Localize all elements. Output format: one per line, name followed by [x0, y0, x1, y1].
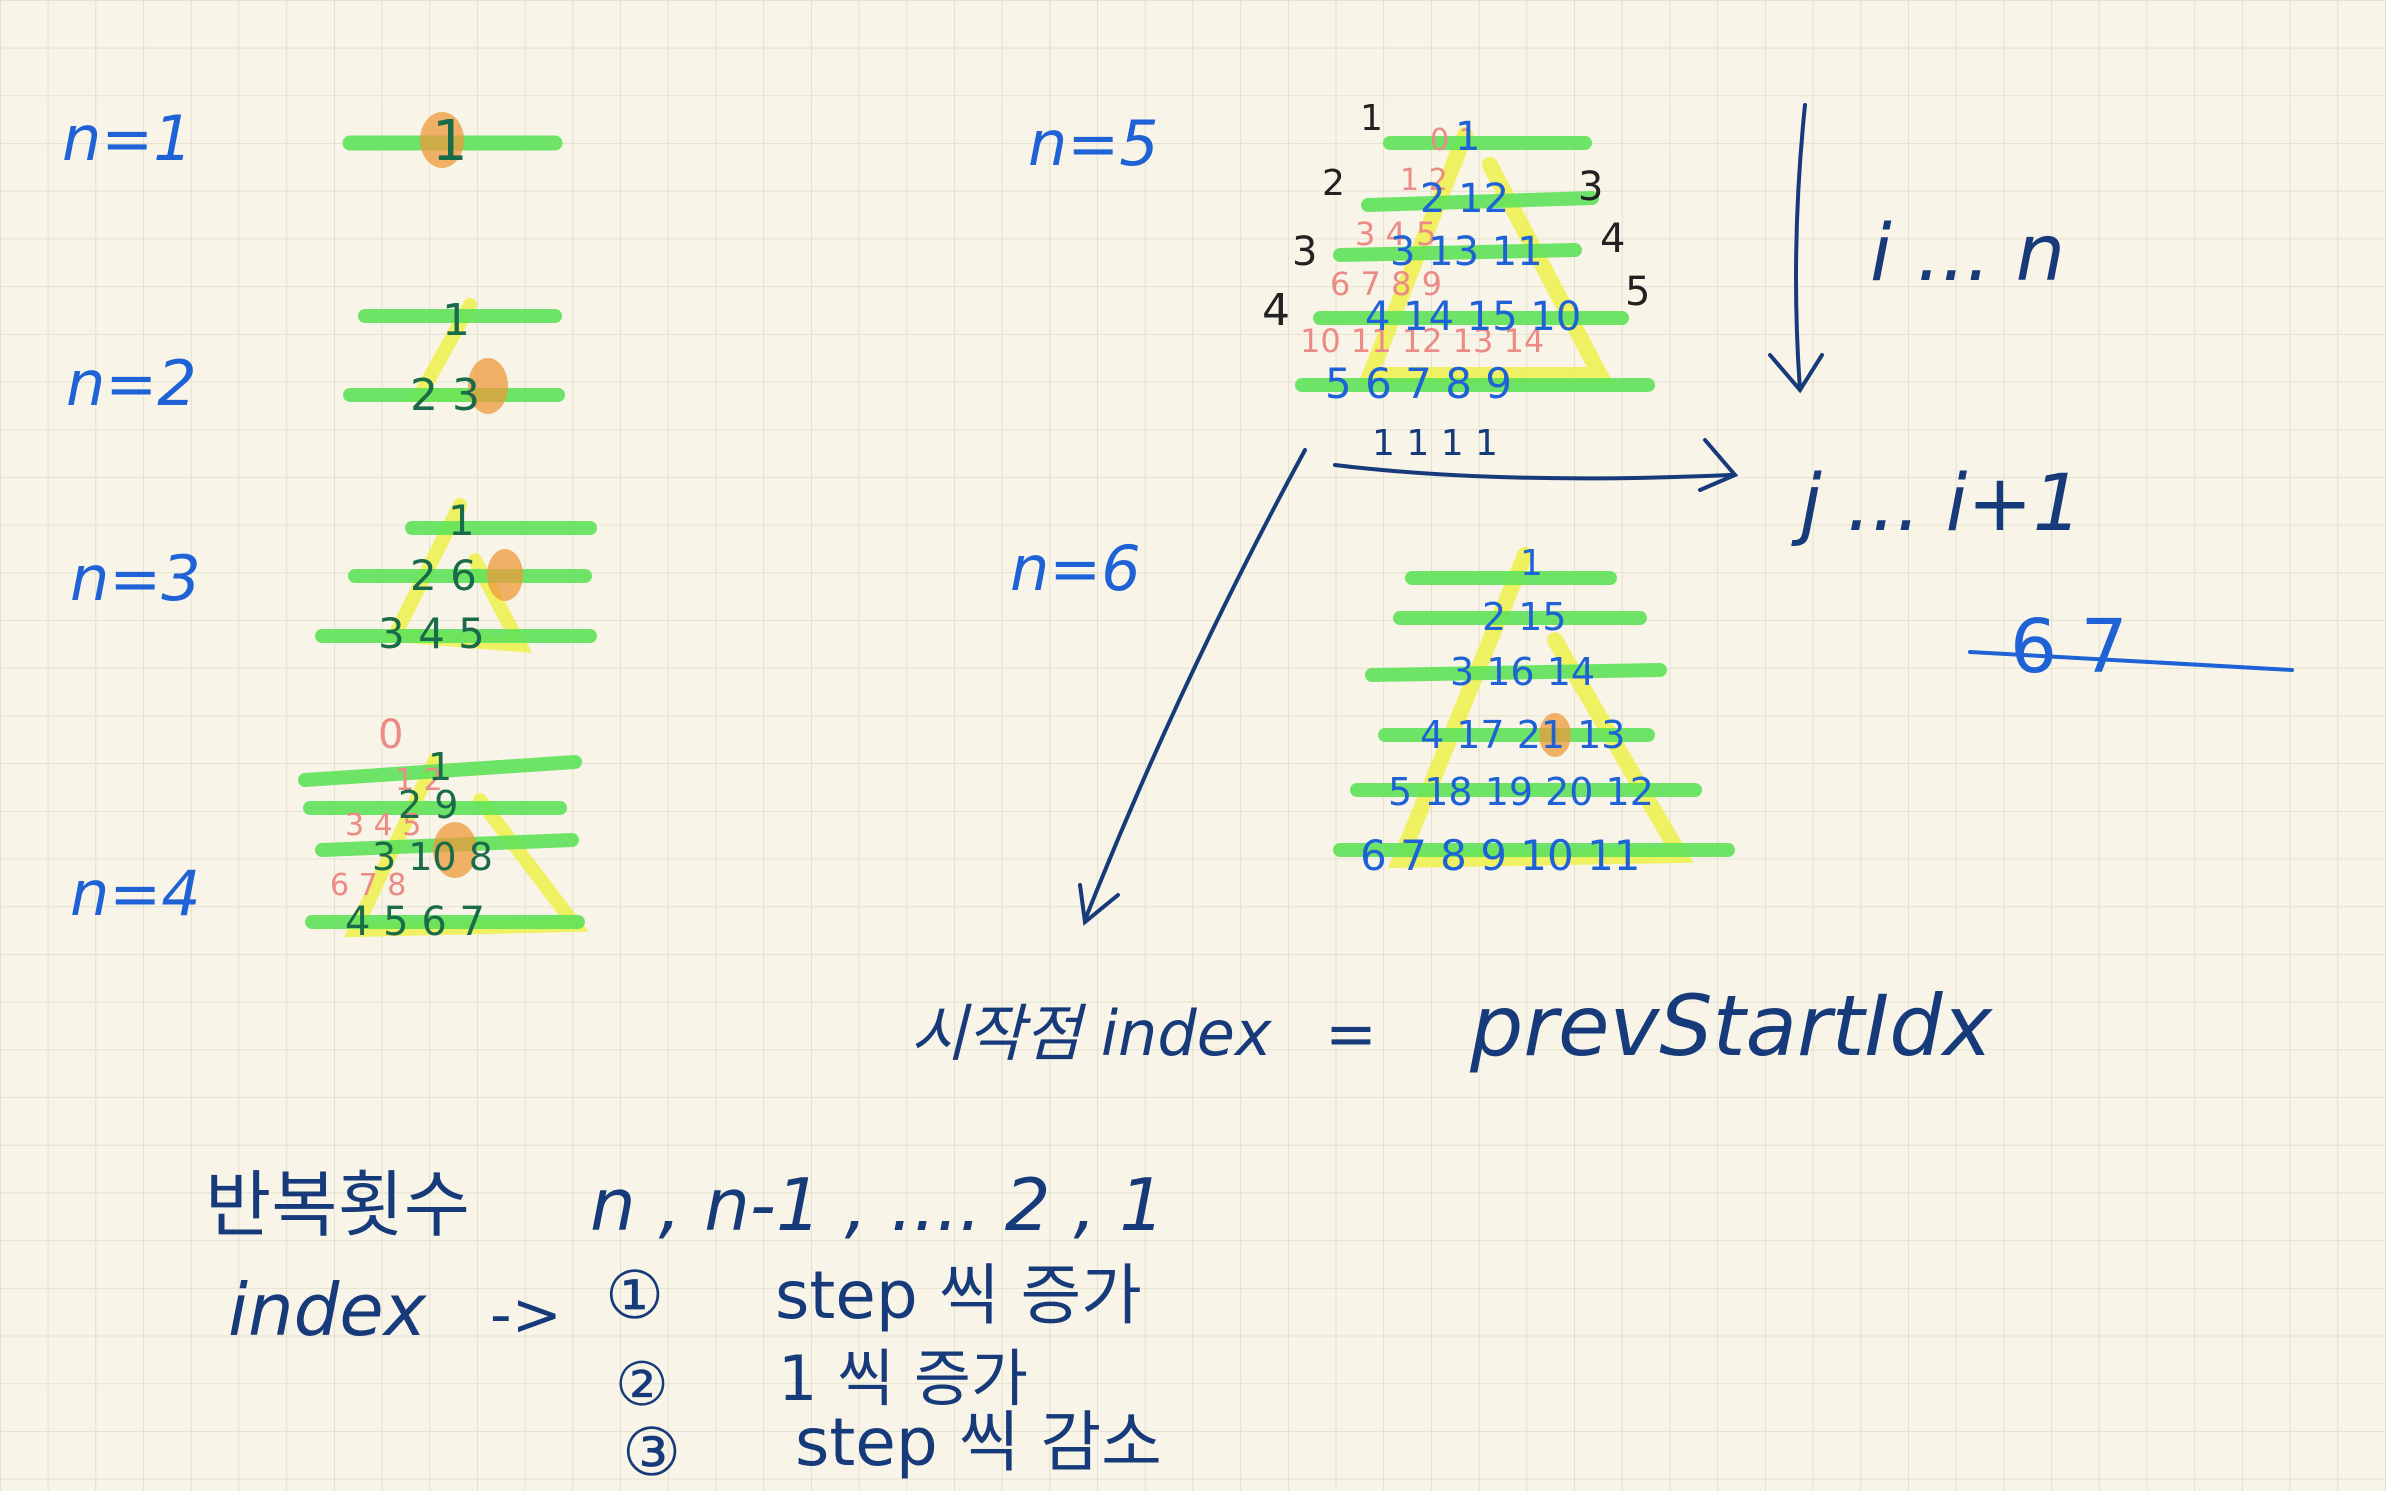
- step-text: step 씩 증가: [775, 1257, 1142, 1334]
- label-n5: n=5: [1028, 107, 1159, 180]
- diagonal-arrow: [1083, 448, 1307, 922]
- index-arrow: ->: [490, 1280, 562, 1350]
- label-n6: n=6: [1010, 532, 1141, 605]
- diagonal-arrow-head: [1078, 883, 1120, 926]
- pink-note: 6 7 8: [330, 868, 406, 903]
- row-text: 2 6: [410, 551, 477, 600]
- formula-equals: =: [1325, 997, 1377, 1070]
- row-text: 4 5 6 7: [345, 899, 485, 945]
- row-text: 2 12: [1420, 176, 1509, 222]
- step-text: step 씩 감소: [795, 1404, 1162, 1481]
- row-text: 2 3: [410, 370, 480, 421]
- diagram-n3: n=3 1 2 6 3 4 5: [70, 496, 597, 658]
- green-row-line: [1333, 243, 1582, 262]
- tick-marks: 1 1 1 1: [1372, 423, 1498, 464]
- step-number: ②: [615, 1350, 669, 1420]
- orange-marker: [433, 822, 477, 878]
- pink-note: 1 2: [395, 763, 443, 798]
- row-number-left: 3: [1292, 229, 1317, 275]
- i-range-note: i ... n: [1870, 209, 2065, 299]
- right-notes: i ... n j ... i+1 6 7: [1791, 209, 2294, 690]
- row-number-right: 5: [1625, 269, 1650, 315]
- row-number-left: 2: [1322, 163, 1345, 204]
- row-text: 1: [1455, 114, 1480, 160]
- row-text: 1: [448, 496, 475, 545]
- label-n1: n=1: [62, 102, 193, 175]
- label-n2: n=2: [66, 347, 197, 420]
- right-arrow: [1333, 463, 1732, 481]
- pink-note: 10 11 12 13 14: [1300, 322, 1544, 360]
- formula: 시작점 index = prevStartIdx: [910, 977, 1994, 1075]
- orange-marker: [1539, 713, 1571, 757]
- orange-marker: [468, 358, 508, 414]
- diagram-n5: n=5 0 1 1 2 3 4 5 6 7 8 9 10 11 12 13 14…: [1028, 98, 1655, 464]
- row-text: 2 15: [1482, 595, 1567, 639]
- index-label: index: [228, 1268, 428, 1352]
- row-text: 3 16 14: [1450, 650, 1595, 694]
- row-text: 1: [442, 295, 470, 346]
- pink-note: 3 4 5: [345, 808, 421, 843]
- j-range-note: j ... i+1: [1791, 459, 2082, 549]
- row-number-right: 4: [1600, 216, 1625, 262]
- row-number-left: 1: [1360, 98, 1383, 139]
- row-text: 4 17 21 13: [1420, 713, 1625, 757]
- label-n3: n=3: [70, 542, 201, 615]
- orange-marker: [487, 549, 523, 601]
- row-text: 4 14 15 10: [1365, 294, 1581, 340]
- right-arrow-head: [1698, 438, 1739, 492]
- diagram-n4: n=4 0 1 2 3 4 5 6 7 8 1 2 9 3 10 8 4 5 6…: [70, 712, 589, 945]
- step-number: ③: [622, 1414, 681, 1491]
- orange-marker: [420, 112, 464, 168]
- step-number: ①: [605, 1257, 664, 1334]
- row-text: 1: [1520, 543, 1543, 584]
- pink-note: 0: [378, 712, 403, 758]
- row-text: 3 10 8: [372, 835, 493, 879]
- green-row-line: [1365, 663, 1667, 682]
- pink-note: 0 1: [1430, 123, 1478, 158]
- diagram-n2: n=2 1 2 3: [66, 295, 565, 421]
- pink-note: 1 2: [1400, 163, 1448, 198]
- label-n4: n=4: [70, 857, 201, 930]
- row-text: 1: [432, 109, 468, 174]
- green-row-line: [298, 755, 582, 787]
- row-number-left: 4: [1262, 285, 1290, 336]
- pink-note: 6 7 8 9: [1330, 265, 1442, 303]
- row-number-right: 3: [1578, 164, 1603, 210]
- yellow-path: [1387, 547, 1694, 869]
- repeat-sequence: n , n-1 , .... 2 , 1: [590, 1163, 1165, 1247]
- step-text: 1 씩 증가: [778, 1342, 1028, 1415]
- row-text: 1: [428, 745, 452, 789]
- down-arrow: [1794, 103, 1807, 392]
- pink-note: 3 4 5: [1355, 215, 1436, 253]
- row-text: 5 18 19 20 12: [1388, 770, 1654, 814]
- row-text: 6 7 8 9 10 11: [1360, 831, 1641, 880]
- struck-value: 6 7: [2010, 604, 2128, 690]
- arrows: [1078, 103, 1824, 926]
- strike-line: [1968, 650, 2294, 672]
- green-row-line: [1361, 191, 1599, 212]
- diagram-n6: n=6 1 2 15 3 16 14 4 17 21 13 5 18 19 20…: [1010, 532, 1735, 880]
- repeat-label: 반복횟수: [205, 1163, 470, 1247]
- diagram-n1: n=1 1: [62, 102, 563, 175]
- bottom-notes: 반복횟수 n , n-1 , .... 2 , 1 index -> ① ste…: [205, 1163, 1165, 1491]
- row-text: 3 4 5: [378, 609, 485, 658]
- row-text: 2 9: [398, 783, 458, 827]
- row-text: 3 13 11: [1390, 229, 1543, 275]
- row-text: 5 6 7 8 9: [1325, 359, 1512, 408]
- formula-value: prevStartIdx: [1469, 977, 1994, 1075]
- down-arrow-head: [1768, 353, 1824, 394]
- formula-label: 시작점 index: [910, 997, 1273, 1070]
